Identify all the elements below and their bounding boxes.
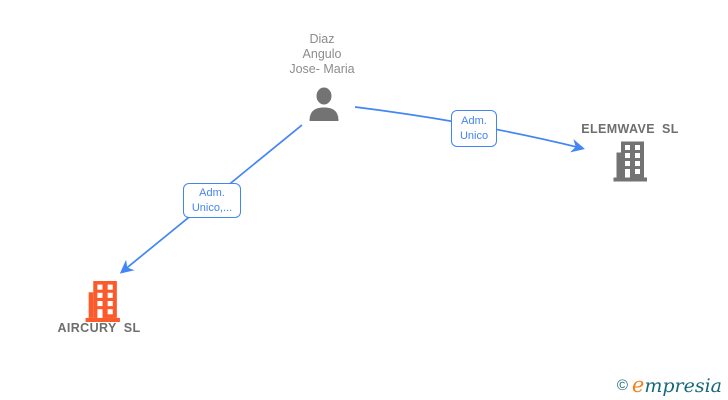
- company-name: ELEMWAVE: [581, 122, 656, 136]
- brand-initial: e: [631, 373, 645, 397]
- brand-rest: mpresia: [644, 375, 722, 397]
- person-name-line: Diaz: [309, 32, 335, 46]
- person-node[interactable]: [306, 87, 342, 123]
- building-icon: [613, 141, 647, 182]
- person-node-label[interactable]: Diaz Angulo Jose- Maria: [242, 32, 402, 77]
- copyright-symbol: ©: [616, 377, 628, 394]
- edge-label-line: Adm.: [461, 115, 487, 127]
- empresia-logo[interactable]: ©empresia: [617, 373, 722, 397]
- edge-label-line: Adm.: [199, 187, 225, 199]
- company-suffix: SL: [662, 122, 679, 136]
- edge-label-adm-unico-etc[interactable]: Adm. Unico,...: [183, 183, 241, 218]
- company-node-aircury-label[interactable]: AIRCURY SL: [24, 321, 174, 335]
- edge-label-line: Unico,...: [191, 201, 233, 214]
- company-suffix: SL: [123, 321, 141, 335]
- company-node-elemwave[interactable]: [612, 141, 648, 182]
- person-name-line: Angulo: [302, 47, 342, 61]
- company-name: AIRCURY: [57, 321, 117, 335]
- edge-label-adm-unico[interactable]: Adm. Unico: [451, 110, 497, 147]
- company-node-elemwave-label[interactable]: ELEMWAVE SL: [555, 122, 705, 136]
- person-name-line: Jose- Maria: [289, 62, 355, 76]
- building-icon: [85, 281, 120, 322]
- person-icon: [309, 87, 339, 121]
- company-node-aircury[interactable]: [84, 281, 121, 322]
- edge-label-line: Unico: [459, 129, 489, 142]
